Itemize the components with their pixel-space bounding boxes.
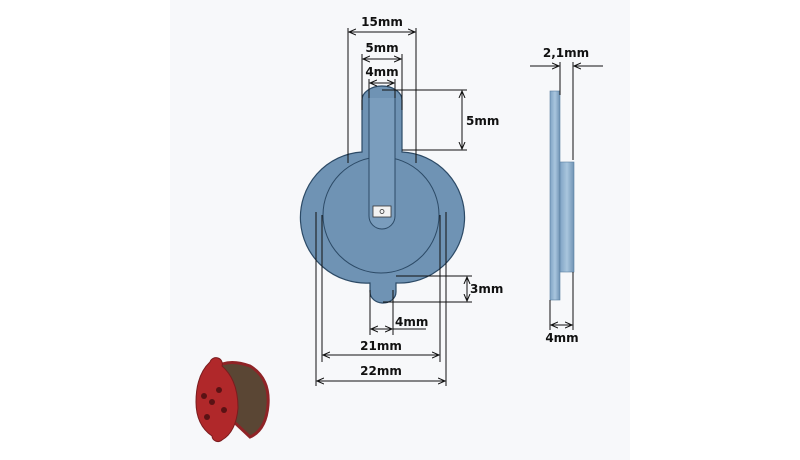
dim-tab-width: 5mm xyxy=(365,41,398,55)
dim-top-width: 15mm xyxy=(361,15,403,29)
dim-pad-thickness: 2,1mm xyxy=(543,46,589,60)
side-plate xyxy=(549,90,561,301)
front-view xyxy=(299,85,466,304)
side-view: 2,1mm 4mm xyxy=(530,46,603,345)
dim-plate-width: 22mm xyxy=(360,364,402,378)
dim-pad-width: 21mm xyxy=(360,339,402,353)
front-dimensions: 15mm 5mm 4mm 5mm 3mm 4mm 21mm 22mm xyxy=(315,15,503,386)
dim-total-thickness: 4mm xyxy=(545,331,578,345)
dim-slot-width: 4mm xyxy=(365,65,398,79)
dim-tab-height: 5mm xyxy=(466,114,499,128)
side-pad xyxy=(559,161,575,273)
brake-pad-photo xyxy=(195,357,270,443)
spring-clip xyxy=(372,205,392,218)
dim-bottom-tab-height: 3mm xyxy=(470,282,503,296)
center-slot xyxy=(368,98,396,230)
rivet-icon xyxy=(379,209,385,214)
dim-bottom-tab-width: 4mm xyxy=(395,315,428,329)
